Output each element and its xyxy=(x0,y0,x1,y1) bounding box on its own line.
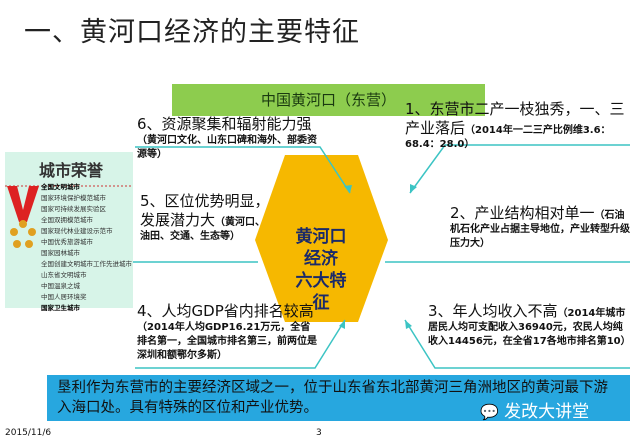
honor-item: 国家园林城市 xyxy=(41,249,80,257)
feature-4: 4、人均GDP省内排名较高 （2014年人均GDP16.21万元，全省排名第一，全… xyxy=(137,302,317,363)
medal-icon xyxy=(5,185,133,248)
connector-1 xyxy=(409,144,630,194)
feature-heading: 3、年人均收入不高 xyxy=(428,302,558,320)
feature-heading: 6、资源聚集和辐射能力强 xyxy=(137,115,312,133)
feature-6: 6、资源聚集和辐射能力强 （黄河口文化、山东口碑和海外、部委资源等） xyxy=(137,115,317,162)
honor-item: 全国双拥模范城市 xyxy=(41,216,93,224)
honor-item: 中国温泉之城 xyxy=(41,282,80,290)
feature-heading: 1、东营市二产一枝独秀，一、三产业落后 xyxy=(405,100,625,137)
footer-date: 2015/11/6 xyxy=(5,428,52,438)
center-label-line1: 黄河口经济 xyxy=(295,227,347,269)
honor-item: 山东省文明城市 xyxy=(41,271,87,279)
city-honors-panel: 城市荣誉 全国文明城市 国家环境保护模范城市 国家可持续发展实验区 全国双拥模范… xyxy=(5,152,133,312)
feature-heading: 5、区位优势明显，发展潜力大 xyxy=(140,192,270,229)
feature-heading: 2、产业结构相对单一 xyxy=(450,204,595,222)
honor-item: 国家现代林业建设示范市 xyxy=(41,227,113,235)
center-hexagon xyxy=(255,155,388,322)
honor-item: 全国创建文明城市工作先进城市 xyxy=(41,260,132,268)
feature-detail: （2014年人均GDP16.21万元，全省排名第一，全国城市排名第三，前两位是深… xyxy=(137,322,317,361)
page-number: 3 xyxy=(316,428,322,438)
top-label: 中国黄河口（东营） xyxy=(172,84,485,116)
honors-list: 全国文明城市 国家环境保护模范城市 国家可持续发展实验区 全国双拥模范城市 国家… xyxy=(41,182,132,314)
feature-heading: 4、人均GDP省内排名较高 xyxy=(137,302,314,320)
arrow-6 xyxy=(344,185,352,193)
slide-title: 一、黄河口经济的主要特征 xyxy=(24,17,360,48)
feature-1: 1、东营市二产一枝独秀，一、三产业落后（2014年一二三产比例维3.6：68.4… xyxy=(405,100,635,152)
watermark-text: 发改大讲堂 xyxy=(504,402,590,422)
feature-detail: （黄河口文化、山东口碑和海外、部委资源等） xyxy=(137,135,317,160)
feature-detail: （石油机石化产业占据主导地位，产业转型升级压力大） xyxy=(450,210,630,249)
watermark: 💬 发改大讲堂 xyxy=(480,397,589,422)
feature-3: 3、年人均收入不高（2014年城市居民人均可支配收入36940元，农民人均纯收入… xyxy=(428,302,631,349)
honor-item: 中国优秀旅游城市 xyxy=(41,238,93,246)
honor-item: 国家可持续发展实验区 xyxy=(41,205,106,213)
arrow-1 xyxy=(410,184,417,193)
connector-6 xyxy=(135,146,351,194)
connector-4 xyxy=(135,319,346,369)
arrow-4 xyxy=(339,320,345,329)
connector-3 xyxy=(404,319,630,369)
feature-detail: （2014年城市居民人均可支配收入36940元，农民人均纯收入14456元，在全… xyxy=(428,308,631,347)
feature-detail: （2014年一二三产比例维3.6：68.4：28.0） xyxy=(405,125,611,150)
arrow-3 xyxy=(405,320,412,329)
center-label-line2: 六大特征 xyxy=(295,271,347,313)
summary-box: 垦利作为东营市的主要经济区域之一，位于山东省东北部黄河三角洲地区的黄河最下游入海… xyxy=(47,375,630,421)
honors-title: 城市荣誉 xyxy=(39,161,104,180)
feature-detail: （黄河口、油田、交通、生态等） xyxy=(140,217,266,242)
feature-2: 2、产业结构相对单一（石油机石化产业占据主导地位，产业转型升级压力大） xyxy=(450,204,630,251)
feature-5: 5、区位优势明显，发展潜力大（黄河口、油田、交通、生态等） xyxy=(140,192,270,244)
honor-item: 全国文明城市 xyxy=(41,183,80,191)
honor-item: 中国人居环境奖 xyxy=(41,293,87,301)
wechat-icon: 💬 xyxy=(480,403,499,421)
honor-item: 国家环境保护模范城市 xyxy=(41,194,106,202)
center-label: 黄河口经济 六大特征 xyxy=(290,226,352,314)
honor-item: 国家卫生城市 xyxy=(41,304,80,312)
